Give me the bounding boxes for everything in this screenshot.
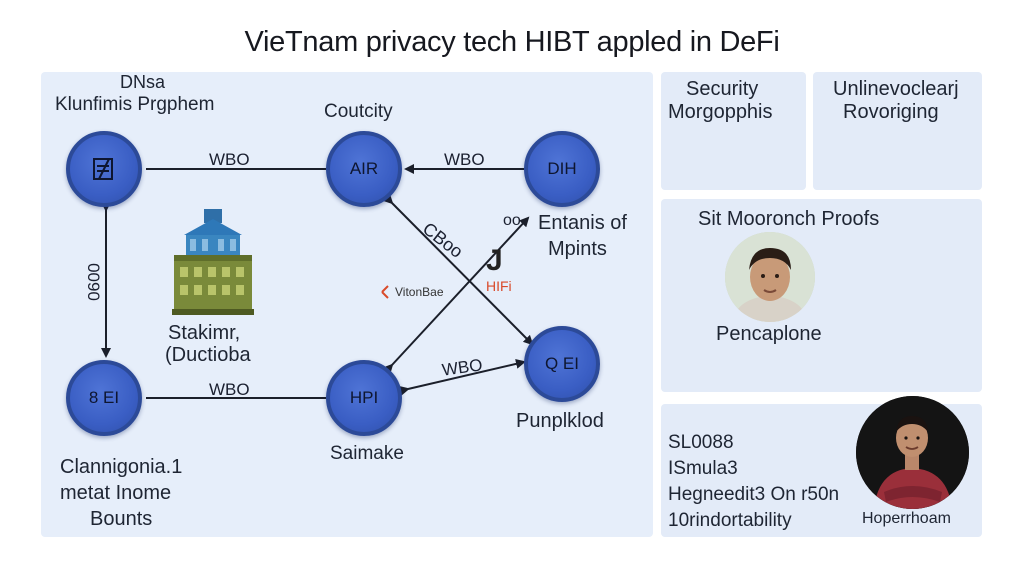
security-line1: Security [686,78,759,100]
building-label-line1: Stakimr, [168,322,241,344]
vitonbae-label: VitonBae [395,285,444,299]
person-portrait-icon [725,232,815,322]
security-line2: Morgopphis [668,101,773,123]
node-bottom-mid[interactable]: HPI [326,360,402,436]
top-mid-label: Coutcity [324,101,393,122]
node-top-right[interactable]: DIH [524,131,600,207]
scalability-line4: 10rindortability [668,510,792,531]
right-mid-line1: Entanis of [538,212,627,234]
avatar-scalability [856,396,969,509]
scalability-line1: SL0088 [668,432,734,453]
corner-label-line2: Klunfimis Prgphem [55,94,215,115]
j-glyph: J [486,244,503,277]
edge-cross-up [382,216,530,375]
document-icon [93,158,113,180]
building-icon [172,209,254,315]
person-arms-crossed-icon [856,396,969,509]
bottom-left-line2: metat Inome [60,482,172,504]
scalability-line2: ISmula3 [668,458,738,479]
unlinkability-line1: Unlinevoclearj [833,78,959,100]
unlinkability-box [813,72,982,190]
unlinkability-line2: Rovoriging [843,101,939,123]
scalability-line3: Hegneedit3 On r50n [668,484,840,505]
corner-label-line1: DNsa [120,72,166,92]
bottom-mid-label: Saimake [330,443,404,464]
node-bottom-left[interactable]: 8 EI [66,360,142,436]
scalability-caption: Hoperrhoam [862,510,951,527]
node-top-left[interactable] [66,131,142,207]
edge-label-vertical: 0090 [83,263,103,301]
proofs-title: Sit Mooronch Proofs [698,208,880,230]
building-label-line2: (Ductioba [165,344,251,366]
proofs-box [661,199,982,392]
edge-label-bottom-left-mid: WBO [209,380,250,399]
hifi-label: HIFi [486,278,512,294]
edge-label-cross-small: oo [503,212,521,229]
proofs-caption: Pencaplone [716,323,822,345]
page-title: VieTnam privacy tech HIBT appled in DeFi [244,26,780,58]
security-box [661,72,806,190]
node-bottom-right[interactable]: Q EI [524,326,600,402]
bottom-right-label: Punplklod [516,410,604,432]
right-mid-line2: Mpints [548,238,607,260]
edge-label-top-right-mid: WBO [444,150,485,169]
node-top-mid[interactable]: AIR [326,131,402,207]
red-arrow-icon [381,285,389,299]
avatar-proofs [725,232,815,322]
edge-label-top-left-mid: WBO [209,150,250,169]
bottom-left-line3: Bounts [90,508,153,530]
bottom-left-line1: Clannigonia.1 [60,456,183,478]
